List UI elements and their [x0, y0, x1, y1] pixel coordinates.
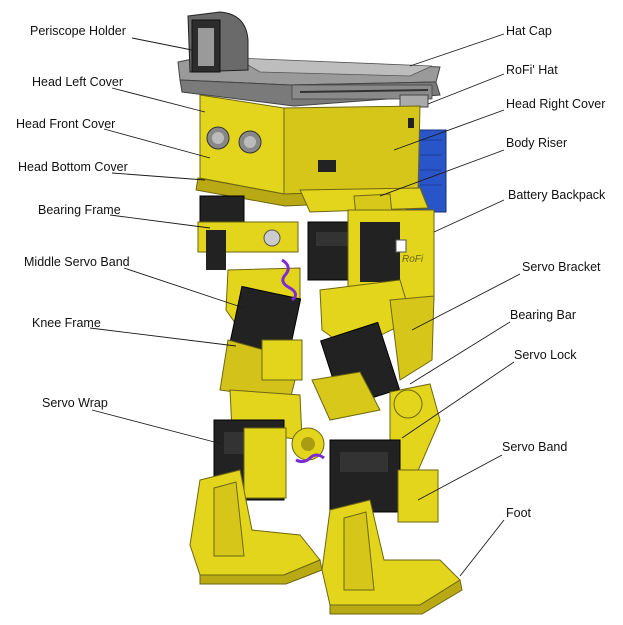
- leader-bearing-frame: [109, 214, 211, 229]
- leader-servo-lock: [401, 361, 515, 439]
- periscope-holder-part: [187, 11, 249, 73]
- label-periscope-holder: Periscope Holder: [30, 24, 126, 38]
- leader-servo-wrap: [91, 409, 223, 445]
- label-middle-servo-band: Middle Servo Band: [24, 255, 130, 269]
- label-servo-band: Servo Band: [502, 440, 568, 454]
- leader-hat-cap: [409, 33, 505, 67]
- label-servo-wrap: Servo Wrap: [42, 396, 108, 410]
- leader-middle-servo-band: [123, 267, 245, 309]
- label-head-bottom-cover: Head Bottom Cover: [18, 160, 128, 174]
- leader-lines: [89, 33, 521, 577]
- label-bearing-bar: Bearing Bar: [510, 308, 577, 322]
- label-foot: Foot: [506, 506, 532, 520]
- leader-battery-backpack: [433, 199, 505, 233]
- leader-foot: [459, 519, 505, 577]
- label-head-left-cover: Head Left Cover: [32, 75, 124, 89]
- leader-body-riser: [379, 149, 505, 197]
- leader-servo-bracket: [411, 273, 521, 331]
- right-leg-part: [311, 279, 463, 615]
- leader-head-left-cover: [111, 87, 206, 113]
- leader-servo-band: [417, 454, 503, 501]
- leader-rofi-hat: [427, 73, 505, 105]
- leader-head-bottom-cover: [111, 172, 206, 181]
- leader-head-right-cover: [393, 109, 505, 151]
- leader-knee-frame: [89, 327, 237, 347]
- leader-bearing-bar: [409, 321, 511, 385]
- hat-part: [177, 56, 441, 108]
- label-rofi-hat: RoFi' Hat: [506, 63, 558, 77]
- label-servo-lock: Servo Lock: [514, 348, 577, 362]
- label-servo-bracket: Servo Bracket: [522, 260, 601, 274]
- leader-head-front-cover: [103, 128, 211, 159]
- rofi-body-engraving: RoFi: [402, 254, 424, 265]
- leader-periscope-holder: [131, 37, 193, 51]
- label-hat-cap: Hat Cap: [506, 24, 552, 38]
- label-battery-backpack: Battery Backpack: [508, 188, 606, 202]
- label-body-riser: Body Riser: [506, 136, 568, 150]
- purple-accent-part: [281, 258, 325, 464]
- label-knee-frame: Knee Frame: [32, 316, 101, 330]
- label-head-right-cover: Head Right Cover: [506, 97, 606, 111]
- left-leg-part: [189, 267, 325, 585]
- label-bearing-frame: Bearing Frame: [38, 203, 121, 217]
- label-head-front-cover: Head Front Cover: [16, 117, 116, 131]
